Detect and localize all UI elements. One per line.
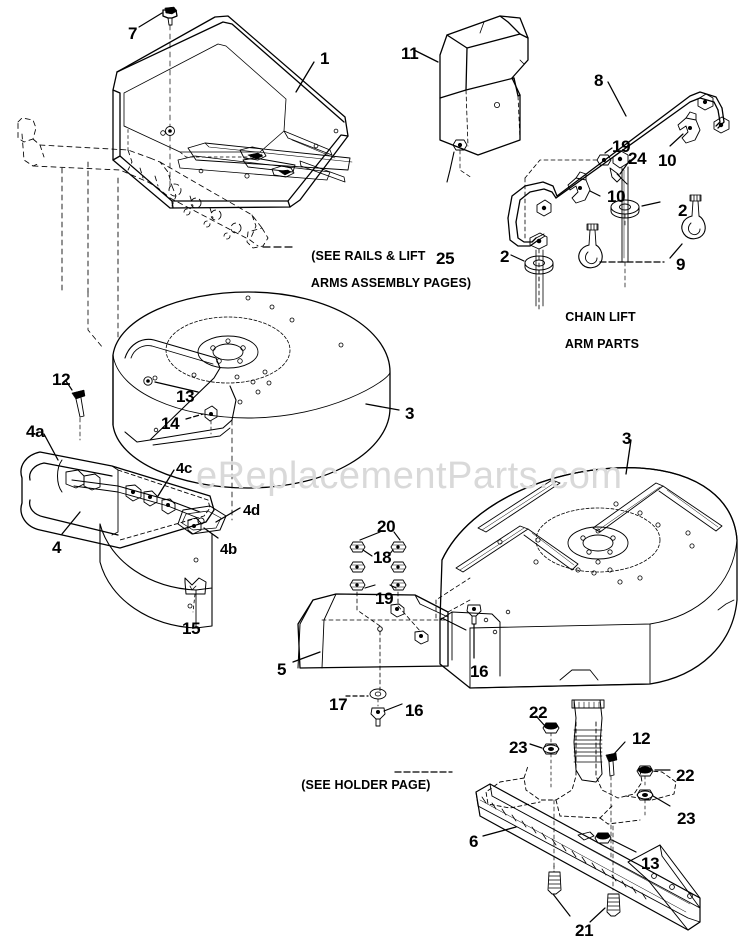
part-9-eyebolts — [578, 194, 706, 269]
callout-3-b: 3 — [622, 429, 632, 448]
callout-10-b: 10 — [607, 187, 626, 206]
callout-20: 20 — [377, 517, 396, 536]
callout-8: 8 — [594, 71, 604, 90]
part-12-bolt-upper — [65, 380, 86, 441]
callout-23-a: 23 — [509, 738, 528, 757]
callout-21: 21 — [575, 921, 594, 940]
leader-4b — [203, 527, 219, 539]
callout-16-b: 16 — [405, 701, 424, 720]
phantom-guard-deck — [447, 599, 471, 613]
part-1-chute-cover — [112, 15, 353, 209]
leader-4 — [61, 511, 81, 535]
part-4-deflector — [20, 451, 227, 629]
callout-12-b: 12 — [632, 729, 651, 748]
callout-17: 17 — [329, 695, 348, 714]
part-2-washers — [510, 199, 661, 286]
part-25-nut — [446, 139, 473, 183]
leader-11 — [413, 49, 439, 63]
part-18-19-20-hardware — [349, 531, 422, 633]
callout-4d: 4d — [243, 502, 260, 519]
note-line-1: (SEE RAILS & LIFT — [311, 248, 426, 263]
part-22-23-left — [529, 715, 560, 791]
leader-6 — [482, 826, 517, 837]
part-6-blade-assembly — [475, 699, 701, 931]
part-10-clamps — [567, 111, 701, 204]
part-11-hood — [439, 15, 529, 156]
callout-15: 15 — [182, 619, 201, 638]
part-17-16-lower — [345, 688, 403, 727]
part-12-bolt-spindle — [605, 741, 626, 859]
note-line-1: (SEE HOLDER PAGE) — [301, 777, 431, 792]
part-3-deck-lower — [439, 467, 738, 689]
note-line-2: ARMS ASSEMBLY PAGES) — [310, 275, 472, 290]
callout-24: 24 — [628, 149, 647, 168]
callout-25: 25 — [436, 249, 455, 268]
callout-19-b: 19 — [375, 589, 394, 608]
part-19-24 — [524, 147, 631, 239]
callout-16-a: 16 — [470, 662, 489, 681]
callout-23-b: 23 — [677, 809, 696, 828]
callout-4a: 4a — [26, 422, 45, 441]
callout-9: 9 — [676, 255, 686, 274]
leader-4d — [215, 507, 241, 523]
leader-3b — [625, 439, 632, 475]
callout-12-a: 12 — [52, 370, 71, 389]
leader-8 — [607, 81, 627, 117]
part-15-wing-clip — [184, 577, 207, 613]
callout-19-a: 19 — [612, 137, 631, 156]
site-watermark: eReplacementParts.com — [196, 455, 623, 497]
leader-4c — [157, 469, 175, 497]
part-13-nut-blade — [594, 832, 637, 853]
see-holder-page-note: (SEE HOLDER PAGE) — [287, 765, 431, 806]
part-22-23-right — [636, 765, 671, 819]
leader-14 — [185, 413, 204, 420]
callout-4: 4 — [52, 538, 62, 557]
callout-13-a: 13 — [176, 387, 195, 406]
callout-2-a: 2 — [678, 201, 688, 220]
callout-22-b: 22 — [676, 766, 695, 785]
chain-lift-arm-parts-title: CHAIN LIFT ARM PARTS — [551, 297, 639, 365]
callout-3-a: 3 — [405, 404, 415, 423]
callout-2-b: 2 — [500, 247, 510, 266]
leader-5 — [292, 651, 321, 663]
callout-18: 18 — [373, 548, 392, 567]
callout-11: 11 — [401, 44, 419, 63]
title-line-2: ARM PARTS — [564, 336, 640, 351]
callout-22-a: 22 — [529, 703, 548, 722]
phantom-alignment-lines — [87, 291, 233, 521]
leader-4a — [43, 433, 59, 461]
callout-7: 7 — [128, 24, 138, 43]
part-7-screw — [138, 6, 178, 191]
part-21-blade-bolts — [547, 799, 621, 923]
callout-13-b: 13 — [641, 854, 660, 873]
part-5-discharge-guard — [297, 577, 471, 693]
phantom-rails-lift-arms — [17, 117, 269, 297]
part-16-bolt-deck — [466, 604, 482, 659]
callout-4c: 4c — [176, 460, 193, 477]
title-line-1: CHAIN LIFT — [565, 309, 636, 324]
rails-lift-arms-note: (SEE RAILS & LIFT ARMS ASSEMBLY PAGES) — [297, 236, 471, 304]
callout-10-a: 10 — [658, 151, 677, 170]
callout-14: 14 — [161, 414, 180, 433]
callout-5: 5 — [277, 660, 287, 679]
leader-3a — [365, 403, 400, 411]
leader-13a — [154, 381, 199, 393]
leader-1 — [295, 61, 315, 93]
part-3-deck-upper — [112, 291, 391, 489]
callout-1: 1 — [320, 49, 330, 68]
callout-6: 6 — [469, 832, 479, 851]
callout-4b: 4b — [220, 541, 237, 558]
